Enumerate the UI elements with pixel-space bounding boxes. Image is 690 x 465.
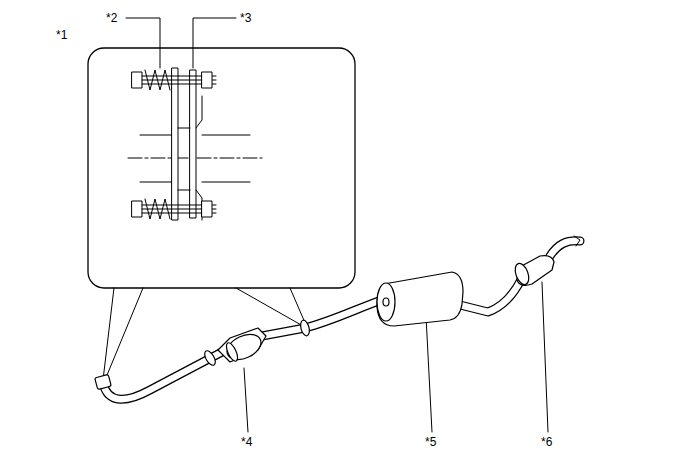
callout-number: *1 — [56, 28, 67, 42]
callout-number: *3 — [240, 11, 251, 25]
main-muffler — [377, 272, 463, 326]
catalytic-converter — [218, 328, 266, 365]
callout-number: *2 — [106, 11, 117, 25]
detail-frame — [88, 48, 355, 288]
callout-number: *4 — [241, 435, 252, 449]
exhaust-pipe — [103, 241, 580, 399]
callout-number: *6 — [541, 435, 552, 449]
callout-number: *5 — [425, 435, 436, 449]
flange-detail — [128, 68, 262, 220]
tail-muffler — [513, 236, 580, 286]
front-flange — [95, 374, 112, 389]
